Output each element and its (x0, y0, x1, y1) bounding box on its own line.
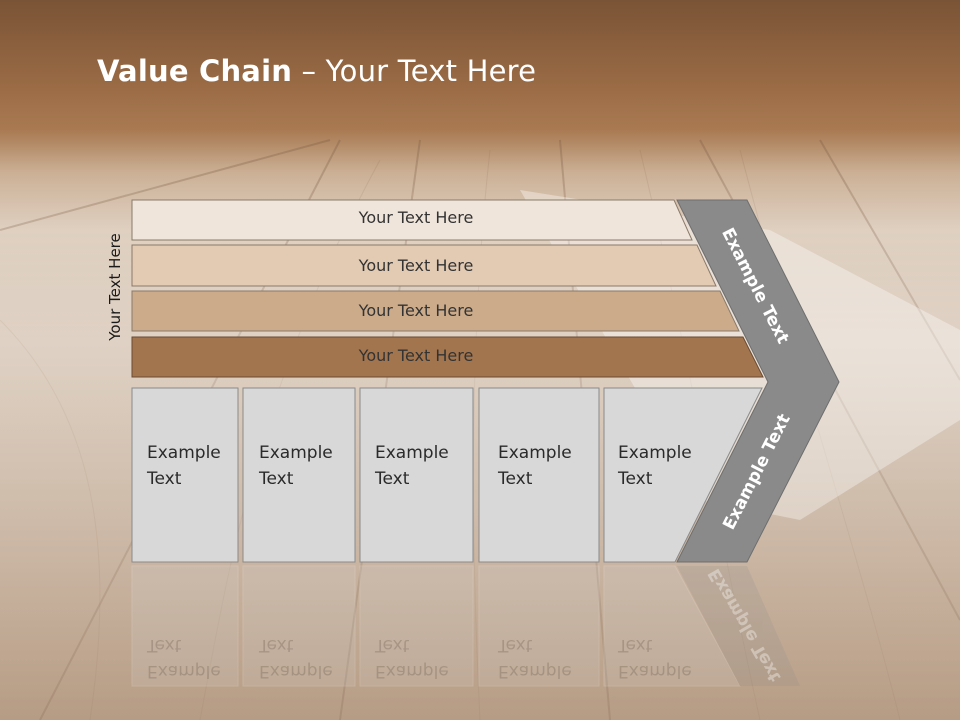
row-2-shape (131, 244, 717, 287)
row-1-label: Your Text Here (358, 208, 474, 227)
row-3-shape (131, 290, 740, 332)
row-3-label: Your Text Here (358, 301, 474, 320)
box-1-shape (131, 387, 239, 563)
box-5-shape (603, 387, 763, 563)
row-4-shape (131, 336, 764, 378)
row-2-label: Your Text Here (358, 256, 474, 275)
title-rest: – Your Text Here (292, 54, 537, 88)
title-bold: Value Chain (97, 54, 293, 88)
box-4-shape (478, 387, 600, 563)
row-4-label: Your Text Here (358, 346, 474, 365)
box-2-shape (242, 387, 356, 563)
box-3-shape (359, 387, 474, 563)
slide-title: Value Chain – Your Text Here (97, 54, 536, 88)
row-1-shape (131, 199, 693, 241)
chevron-shape (676, 199, 840, 563)
